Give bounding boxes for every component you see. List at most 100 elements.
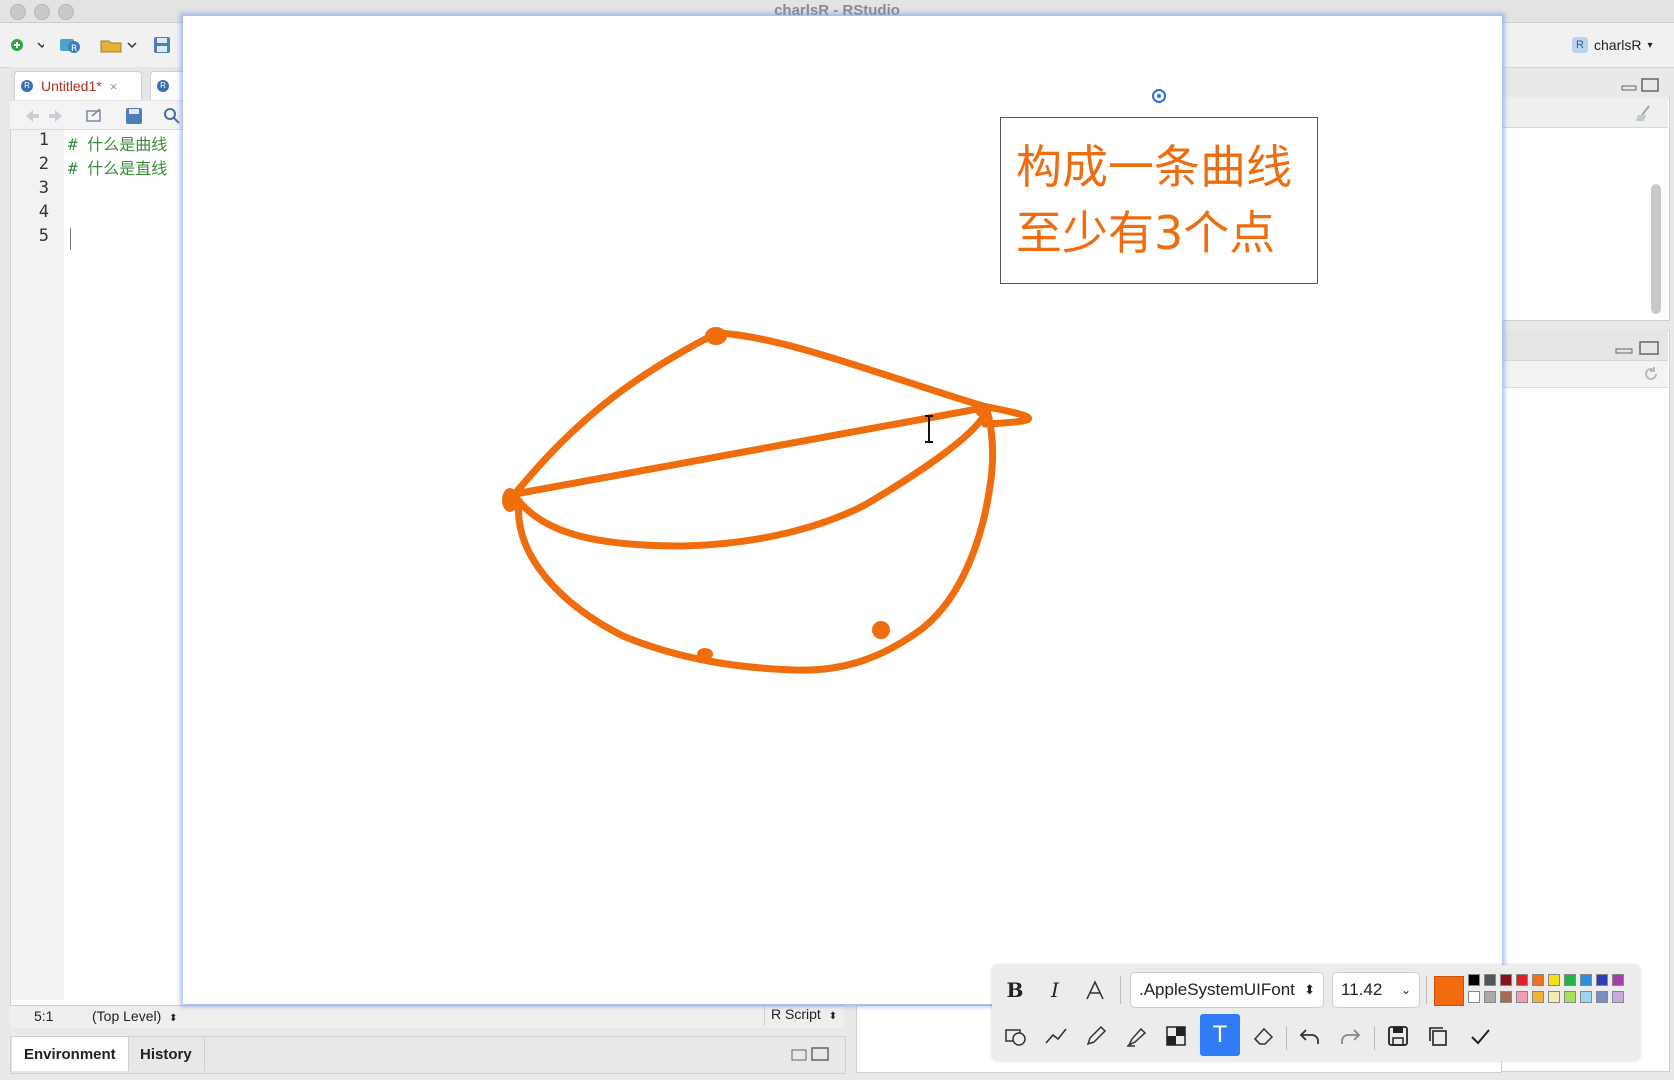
text-tool-button[interactable]: T (1200, 1014, 1240, 1056)
code-line[interactable]: # 什么是直线 (68, 159, 168, 178)
save-button[interactable] (150, 33, 174, 57)
chevron-down-icon: ▾ (1647, 39, 1653, 51)
point-marker (502, 488, 518, 512)
straight-line-stroke (511, 404, 987, 498)
upper-pane-controls[interactable] (1618, 77, 1662, 93)
divider (1120, 976, 1121, 1004)
new-file-button[interactable] (6, 33, 46, 57)
color-swatch[interactable] (1564, 974, 1576, 986)
color-swatch[interactable] (1484, 974, 1496, 986)
current-color-swatch[interactable] (1434, 976, 1464, 1006)
tab-untitled1[interactable]: R Untitled1* × (14, 71, 142, 100)
color-swatch[interactable] (1532, 974, 1544, 986)
color-swatch[interactable] (1548, 991, 1560, 1003)
highlighter-tool-button[interactable] (1120, 1018, 1152, 1054)
ibeam-icon (925, 415, 933, 443)
pencil-icon (1086, 1025, 1107, 1046)
redo-button[interactable] (1334, 1018, 1366, 1054)
show-in-window-button[interactable] (84, 106, 104, 126)
color-swatch[interactable] (1596, 991, 1608, 1003)
text-cursor (70, 228, 71, 250)
font-size-field[interactable]: 11.42 ⌄ (1332, 972, 1420, 1008)
tab-history[interactable]: History (128, 1037, 205, 1071)
color-swatch[interactable] (1548, 974, 1560, 986)
annotation-textbox[interactable]: 构成一条曲线 至少有3个点 (1000, 117, 1318, 284)
checkmark-icon (1471, 1029, 1490, 1045)
line-tool-button[interactable] (1040, 1018, 1072, 1054)
outline-text-icon (1086, 980, 1104, 1000)
done-button[interactable] (1464, 1018, 1496, 1054)
minimize-maximize-icon (1615, 341, 1659, 355)
color-swatch[interactable] (1468, 974, 1480, 986)
color-swatch[interactable] (1532, 991, 1544, 1003)
close-window-button[interactable] (10, 4, 26, 20)
color-swatch[interactable] (1596, 974, 1608, 986)
updown-icon: ⬍ (828, 1011, 838, 1022)
upper-curve-stroke (509, 329, 1032, 500)
copy-button[interactable] (1422, 1018, 1454, 1054)
close-tab-icon[interactable]: × (109, 78, 118, 94)
upper-pane-scrollbar[interactable] (1651, 184, 1661, 314)
color-swatch[interactable] (1580, 974, 1592, 986)
updown-icon: ⬍ (1304, 982, 1315, 997)
color-swatch[interactable] (1516, 974, 1528, 986)
bold-button[interactable]: B (1000, 972, 1030, 1008)
pane-window-controls[interactable] (790, 1046, 834, 1062)
eraser-icon (1253, 1027, 1274, 1045)
mosaic-tool-button[interactable] (1160, 1018, 1192, 1054)
outer-curve-stroke (515, 407, 997, 674)
minimize-window-button[interactable] (34, 4, 50, 20)
undo-icon (1299, 1029, 1319, 1044)
restore-maximize-icon (791, 1047, 829, 1061)
pen-tool-button[interactable] (1080, 1018, 1112, 1054)
editor-save-button[interactable] (124, 106, 144, 126)
outline-text-button[interactable] (1080, 972, 1110, 1008)
save-annotation-button[interactable] (1382, 1018, 1414, 1054)
shape-tool-button[interactable] (1000, 1018, 1032, 1054)
new-project-button[interactable]: R (56, 33, 84, 57)
refresh-button[interactable] (1642, 365, 1660, 383)
zoom-window-button[interactable] (58, 4, 74, 20)
color-swatch[interactable] (1612, 974, 1624, 986)
color-swatch[interactable] (1516, 991, 1528, 1003)
italic-button[interactable]: I (1040, 972, 1070, 1008)
save-icon (154, 37, 170, 53)
color-palette (1468, 974, 1638, 1008)
tab-second-file[interactable]: R (150, 71, 188, 100)
r-file-icon: R (157, 80, 169, 92)
font-selector[interactable]: .AppleSystemUIFont ⬍ (1130, 972, 1324, 1008)
code-line[interactable]: # 什么是曲线 (68, 135, 168, 154)
back-forward-buttons[interactable] (22, 107, 66, 125)
tab-environment[interactable]: Environment (12, 1037, 129, 1071)
color-swatch[interactable] (1500, 974, 1512, 986)
open-file-button[interactable] (98, 33, 138, 57)
lower-pane-controls[interactable] (1612, 340, 1662, 356)
rotate-handle[interactable] (1152, 89, 1166, 103)
color-swatch[interactable] (1484, 991, 1496, 1003)
editor-toolbar (10, 101, 188, 130)
color-swatch[interactable] (1580, 991, 1592, 1003)
eraser-tool-button[interactable] (1248, 1018, 1280, 1054)
inner-curve-stroke (511, 410, 989, 550)
popout-icon (86, 108, 101, 122)
line-number-gutter (11, 130, 64, 1000)
tab-label: Environment (24, 1045, 116, 1063)
divider (1426, 976, 1427, 1004)
project-menu[interactable]: R charlsR ▾ (1572, 33, 1668, 57)
find-button[interactable] (162, 106, 182, 126)
color-swatch[interactable] (1612, 991, 1624, 1003)
line-number: 1 (38, 130, 49, 150)
color-swatch[interactable] (1564, 991, 1576, 1003)
scope-selector[interactable]: (Top Level) ⬍ (92, 1008, 178, 1024)
filetype-selector[interactable]: R Script ⬍ (764, 1006, 844, 1026)
color-swatch[interactable] (1468, 991, 1480, 1003)
clear-console-button[interactable] (1634, 104, 1654, 122)
line-number: 2 (38, 154, 49, 174)
annotation-line: 构成一条曲线 (1016, 140, 1292, 194)
filetype-label: R Script (771, 1006, 821, 1022)
line-number: 4 (38, 202, 49, 222)
environment-pane-tabs (10, 1036, 846, 1074)
rotate-handle-icon (1152, 89, 1166, 103)
undo-button[interactable] (1294, 1018, 1326, 1054)
color-swatch[interactable] (1500, 991, 1512, 1003)
